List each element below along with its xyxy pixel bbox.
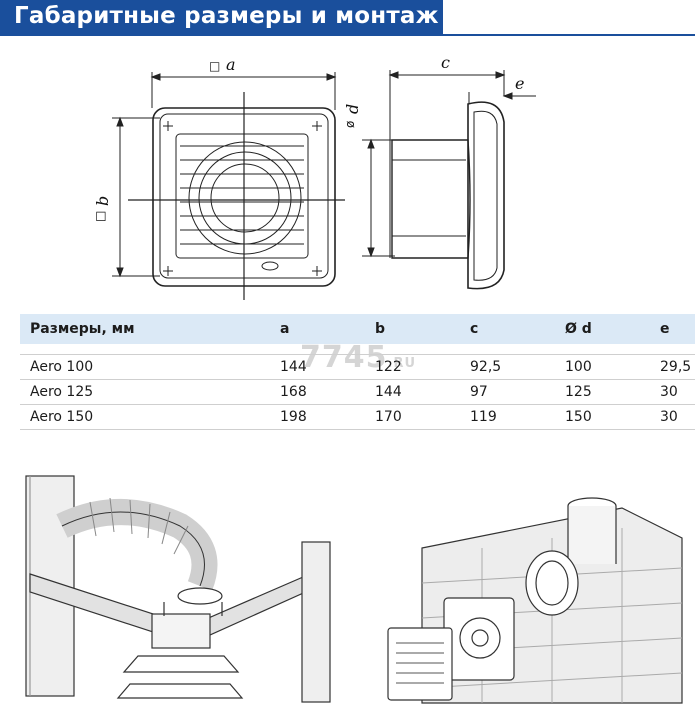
cell-c: 97	[460, 379, 555, 405]
cell-b: 122	[365, 354, 460, 380]
cell-a: 144	[270, 354, 365, 380]
dimension-label-b: b	[93, 196, 112, 206]
cell-a: 198	[270, 404, 365, 430]
table-row: Aero 125 168 144 97 125 30	[20, 379, 695, 405]
table-row: Aero 100 144 122 92,5 100 29,5	[20, 354, 695, 380]
dimension-label-d: d	[343, 104, 362, 114]
cell-c: 92,5	[460, 354, 555, 380]
column-header-model: Размеры, мм	[20, 314, 270, 344]
dimension-label-a: a	[226, 55, 236, 74]
cell-a: 168	[270, 379, 365, 405]
svg-text:□: □	[93, 211, 107, 222]
svg-text:ø: ø	[343, 121, 357, 128]
cell-b: 170	[365, 404, 460, 430]
column-header-c: c	[460, 314, 555, 344]
cell-model: Aero 125	[20, 379, 270, 405]
cell-model: Aero 100	[20, 354, 270, 380]
table-row: Aero 150 198 170 119 150 30	[20, 404, 695, 430]
header-rule	[443, 34, 695, 36]
cell-c: 119	[460, 404, 555, 430]
cell-e: 29,5	[650, 354, 695, 380]
column-header-a: a	[270, 314, 365, 344]
svg-text:□: □	[209, 59, 220, 73]
dimension-label-e: e	[515, 74, 524, 93]
side-view-drawing: c e ø d	[343, 53, 536, 290]
ceiling-installation-illustration	[25, 475, 331, 703]
cell-d: 150	[555, 404, 650, 430]
cell-model: Aero 150	[20, 404, 270, 430]
header-band	[0, 0, 443, 36]
table-spacer	[20, 344, 695, 355]
page-title: Габаритные размеры и монтаж	[14, 3, 439, 29]
cell-b: 144	[365, 379, 460, 405]
wall-installation-illustration	[387, 497, 683, 704]
dimensions-table: Размеры, мм a b c Ø d e Aero 100 144 122…	[20, 314, 695, 430]
cell-e: 30	[650, 379, 695, 405]
cell-d: 125	[555, 379, 650, 405]
column-header-e: e	[650, 314, 695, 344]
front-view-drawing: □ a □ b	[93, 55, 345, 300]
column-header-b: b	[365, 314, 460, 344]
column-header-d: Ø d	[555, 314, 650, 344]
cell-d: 100	[555, 354, 650, 380]
table-header-row: Размеры, мм a b c Ø d e	[20, 314, 695, 344]
cell-e: 30	[650, 404, 695, 430]
dimension-label-c: c	[441, 53, 450, 72]
